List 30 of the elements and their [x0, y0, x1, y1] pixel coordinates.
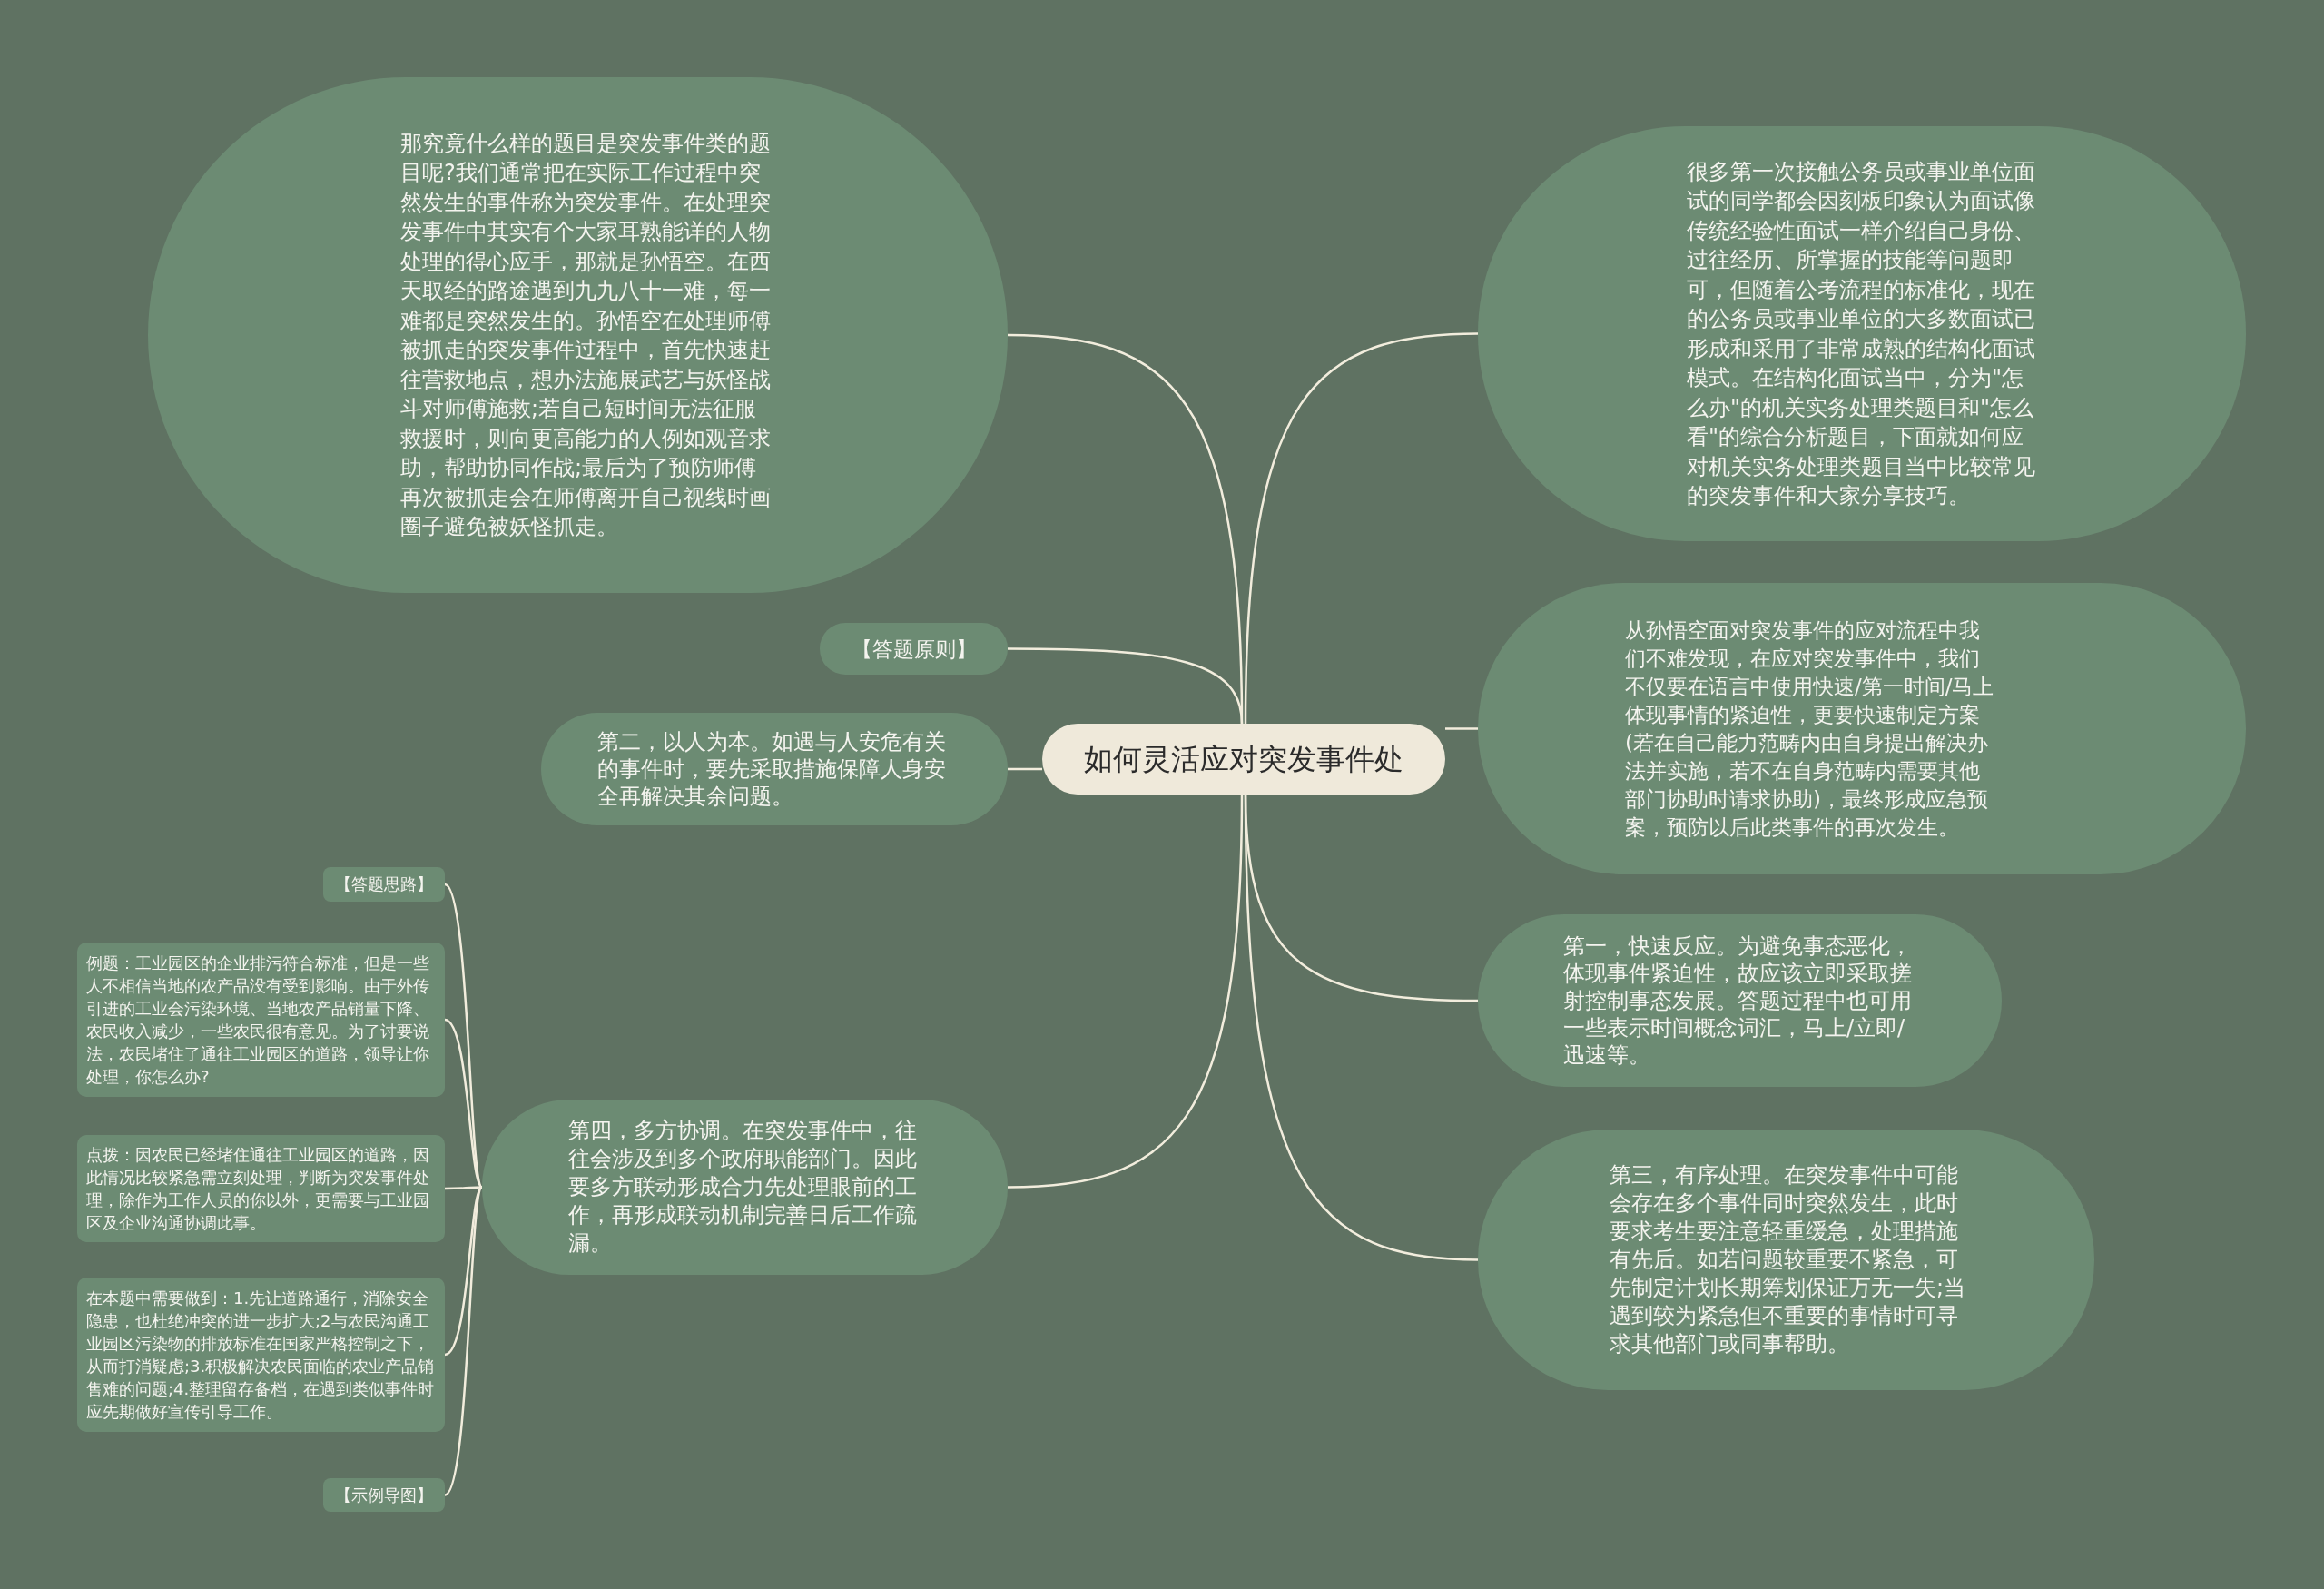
topic-text: 第一，快速反应。为避免事态恶化，体现事件紧迫性，故应该立即采取搓射控制事态发展。答题过程中也可用一些表示时间概念词汇，马上/立即/迅速等。	[1563, 933, 1913, 1069]
connector-line	[1244, 332, 1479, 725]
note-text: 例题：工业园区的企业排污符合标准，但是一些人不相信当地的农产品没有受到影响。由于外传引进的工业会污染环境、当地农产品销量下降、农民收入减少，一些农民很有意见。为了讨要说法，农民堵住了通往工业园区的道路，领导让你处理，你怎么办?	[86, 952, 430, 1088]
note-text: 在本题中需要做到：1.先让道路通行，消除安全隐患，也杜绝冲突的进一步扩大;2与农民沟通工业园区污染物的排放标准在国家严格控制之下，从而打消疑虑;3.积极解决农民面临的农业产品销售难的问题;4.整理留存备档，在遇到类似事件时应先期做好宣传引导工作。	[86, 1288, 436, 1423]
connector-line	[1008, 767, 1042, 771]
topic-title: 如何灵活应对突发事件处	[1084, 741, 1403, 777]
topic-text: 那究竟什么样的题目是突发事件类的题目呢?我们通常把在实际工作过程中突然发生的事件称为突发事件。在处理突发事件中其实有个大家耳熟能详的人物处理的得心应手，那就是孙悟空。在西天取经的路途遇到九九八十一难，每一难都是突然发生的。孙悟空在处理师傅被抓走的突发事件过程中，首先快速赶往营救地点，想办法施展武艺与妖怪战斗对师傅施救;若自己短时间无法征服救援时，则向更高能力的人例如观音求助，帮助协同作战;最后为了预防师傅再次被抓走会在师傅离开自己视线时画圈子避免被妖怪抓走。	[400, 129, 772, 541]
topic-text: 第四，多方协调。在突发事件中，往往会涉及到多个政府职能部门。因此要多方联动形成合力先处理眼前的工作，再形成联动机制完善日后工作疏漏。	[568, 1117, 918, 1258]
connector-line	[445, 1186, 482, 1190]
note-card	[77, 1278, 445, 1432]
heading-text: 【示例导图】	[335, 1484, 433, 1506]
connector-line	[1244, 794, 1479, 1261]
topic-text: 第二，以人为本。如遇与人安危有关的事件时，要先采取措施保障人身安全再解决其余问题。	[597, 728, 947, 810]
topic-text: 从孙悟空面对突发事件的应对流程中我们不难发现，在应对突发事件中，我们不仅要在语言中使用快速/第一时间/马上体现事情的紧迫性，更要快速制定方案(若在自己能力范畴内由自身提出解决办法并实施，若不在自身范畴内需要其他部门协助时请求协助)，最终形成应急预案，预防以后此类事件的再次发生。	[1625, 617, 1995, 841]
note-card	[77, 943, 445, 1097]
heading-text: 【答题思路】	[335, 873, 433, 895]
connector-line	[444, 1186, 484, 1496]
note-text: 点拨：因农民已经堵住通往工业园区的道路，因此情况比较紧急需立刻处理，判断为突发事件处理，除作为工作人员的你以外，更需要与工业园区及企业沟通协调此事。	[86, 1144, 430, 1234]
heading-tag	[323, 1478, 445, 1512]
note-card	[77, 1135, 445, 1242]
connector-line	[1445, 727, 1478, 730]
connector-line	[444, 1018, 483, 1189]
heading-text: 【答题原则】	[851, 636, 977, 663]
connector-line	[444, 1186, 483, 1357]
topic-text: 第三，有序处理。在突发事件中可能会存在多个事件同时突然发生，此时要求考生要注意轻重缓急，处理措施有先后。如若问题较重要不紧急，可先制定计划长期筹划保证万无一失;当遇到较为紧急但不重要的事情时可寻求其他部门或同事帮助。	[1610, 1161, 1967, 1358]
connector-line	[1008, 647, 1244, 725]
topic-text: 很多第一次接触公务员或事业单位面试的同学都会因刻板印象认为面试像传统经验性面试一样介绍自己身份、过往经历、所掌握的技能等问题即可，但随着公考流程的标准化，现在的公务员或事业单位的大多数面试已形成和采用了非常成熟的结构化面试模式。在结构化面试当中，分为"怎么办"的机关实务处理类题目和"怎么看"的综合分析题目，下面就如何应对机关实务处理类题目当中比较常见的突发事件和大家分享技巧。	[1687, 157, 2036, 510]
heading-tag	[323, 867, 445, 902]
connector-line	[1007, 794, 1244, 1189]
heading-tag	[820, 623, 1008, 675]
